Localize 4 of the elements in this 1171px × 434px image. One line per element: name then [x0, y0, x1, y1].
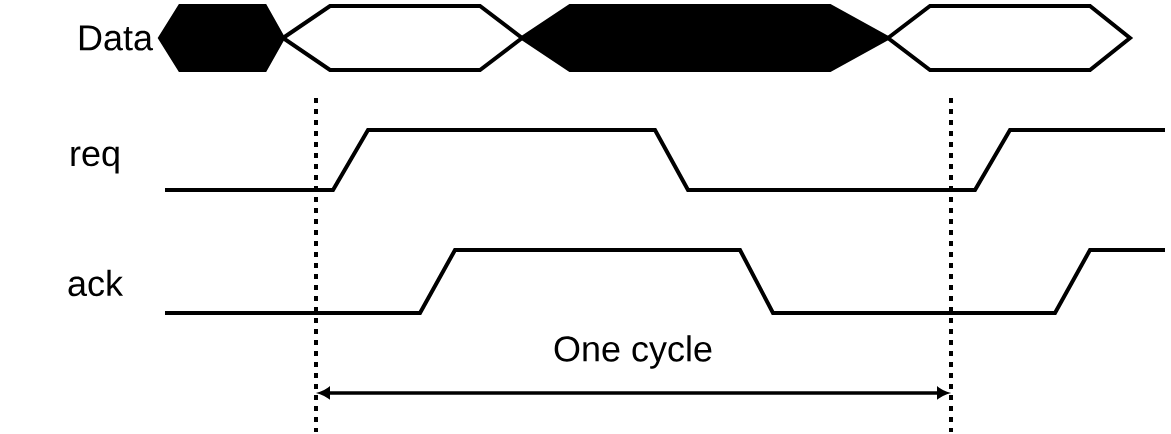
signal-label: ack — [68, 269, 124, 297]
dimension-label: One cycle — [554, 335, 712, 369]
signal-label: req — [71, 146, 119, 174]
signal-label: Data — [79, 25, 153, 51]
